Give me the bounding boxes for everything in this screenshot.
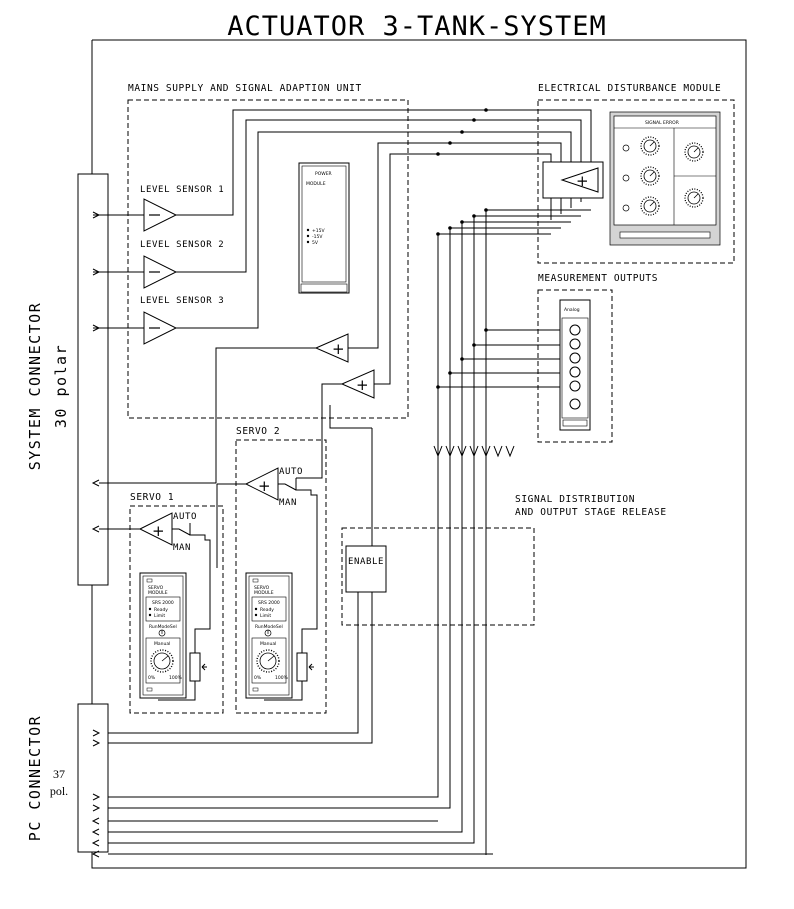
system-connector-label: SYSTEM CONNECTOR 30 polar xyxy=(26,302,70,471)
svg-text:+15V: +15V xyxy=(312,228,325,234)
bus-arrows xyxy=(433,445,515,458)
servo-1-man-label: MAN xyxy=(173,543,191,553)
pc-connector-title: PC CONNECTOR xyxy=(26,715,44,841)
level-sensor-2: LEVEL SENSOR 2 xyxy=(92,240,224,289)
system-connector-title: SYSTEM CONNECTOR xyxy=(26,302,44,471)
servo-2-auto-label: AUTO xyxy=(279,467,303,477)
signal-distribution-label-1: SIGNAL DISTRIBUTION xyxy=(515,494,635,505)
svg-text:5V: 5V xyxy=(312,240,319,246)
level-sensor-1: LEVEL SENSOR 1 xyxy=(92,185,224,232)
mains-supply-label: MAINS SUPPLY AND SIGNAL ADAPTION UNIT xyxy=(128,83,362,94)
pc-connector xyxy=(77,703,109,853)
svg-text:+: + xyxy=(258,477,271,495)
level-sensor-3: LEVEL SENSOR 3 xyxy=(92,296,224,345)
svg-text:+: + xyxy=(152,522,165,540)
enable-block xyxy=(345,545,387,593)
diagram-title: ACTUATOR 3-TANK-SYSTEM xyxy=(227,11,607,42)
measurement-taps xyxy=(436,108,560,389)
servo-2-potentiometer xyxy=(296,644,315,690)
servo-2-switch-lines xyxy=(278,478,318,653)
servo-1-auto-label: AUTO xyxy=(173,512,197,522)
signal-error-module: SIGNAL ERROR xyxy=(609,111,721,246)
servo-1-section xyxy=(129,505,224,714)
svg-text:-15V: -15V xyxy=(312,234,323,240)
servo-1-switch-lines xyxy=(172,523,211,653)
level-sensor-2-label: LEVEL SENSOR 2 xyxy=(140,240,224,250)
signal-distribution-label-2: AND OUTPUT STAGE RELEASE xyxy=(515,507,667,518)
svg-text:Analog: Analog xyxy=(564,307,580,313)
svg-text:MODULE: MODULE xyxy=(306,181,326,187)
servo-2-section xyxy=(235,439,327,714)
outer-frame xyxy=(91,39,747,869)
svg-text:+: + xyxy=(576,172,589,190)
signal-distribution-section xyxy=(341,527,535,626)
svg-text:POWER: POWER xyxy=(315,171,332,177)
svg-text:SIGNAL ERROR: SIGNAL ERROR xyxy=(645,120,679,126)
servo-1-module xyxy=(139,572,187,699)
servo-2-module xyxy=(245,572,293,699)
measurement-label: MEASUREMENT OUTPUTS xyxy=(538,273,658,284)
enable-label: ENABLE xyxy=(348,557,384,567)
servo-2-label: SERVO 2 xyxy=(236,426,280,437)
setpoint-lines xyxy=(91,142,562,809)
enable-lines xyxy=(108,428,373,744)
disturbance-label: ELECTRICAL DISTURBANCE MODULE xyxy=(538,83,721,94)
disturbance-section xyxy=(537,99,735,264)
servo-1-potentiometer xyxy=(189,644,208,690)
level-sensor-1-label: LEVEL SENSOR 1 xyxy=(140,185,224,195)
svg-text:+: + xyxy=(332,340,345,358)
servo-1-label: SERVO 1 xyxy=(130,492,174,503)
power-module: POWER MODULE +15V -15V 5V xyxy=(298,162,350,294)
servo-2-man-label: MAN xyxy=(279,498,297,508)
system-connector xyxy=(77,173,109,586)
system-connector-pins: 30 polar xyxy=(52,344,70,428)
pc-connector-arrows xyxy=(91,729,438,858)
mains-supply-section xyxy=(127,99,409,419)
pc-connector-count: 37 xyxy=(53,767,65,781)
disturbance-amplifier xyxy=(560,167,599,193)
level-sensor-3-label: LEVEL SENSOR 3 xyxy=(140,296,224,306)
pc-connector-unit: pol. xyxy=(50,784,68,798)
svg-text:+: + xyxy=(356,376,369,394)
measurement-module: Analog xyxy=(559,299,591,431)
measurement-section xyxy=(537,289,613,443)
